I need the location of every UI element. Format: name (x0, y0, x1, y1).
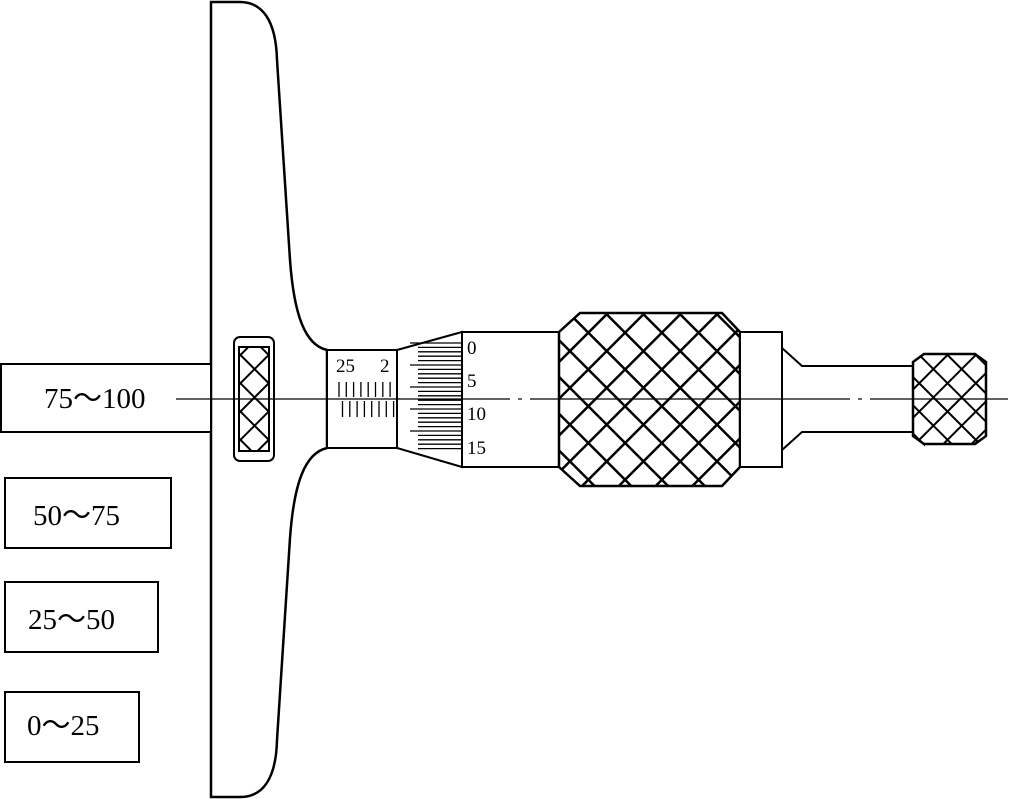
thimble-scale-ticks (410, 342, 461, 450)
thimble-scale-label: 0 (467, 338, 477, 359)
rod-spare-label: 0～25 (27, 710, 100, 742)
rod-spare (4, 581, 159, 653)
rod-spare-label: 25～50 (28, 604, 115, 636)
rod-attached-label: 75～100 (44, 383, 146, 415)
thimble-scale-label: 5 (467, 371, 477, 392)
rod-spare (4, 691, 140, 763)
sleeve-scale-label: 2 (380, 356, 390, 377)
rod-spare (4, 477, 172, 549)
thimble-scale-label: 10 (467, 404, 486, 425)
thimble-scale-label: 15 (467, 438, 486, 459)
rod-spare-label: 50～75 (33, 500, 120, 532)
rod-attached (0, 363, 212, 433)
sleeve-scale-label: 25 (336, 356, 355, 377)
sleeve-scale-ticks (338, 382, 395, 417)
